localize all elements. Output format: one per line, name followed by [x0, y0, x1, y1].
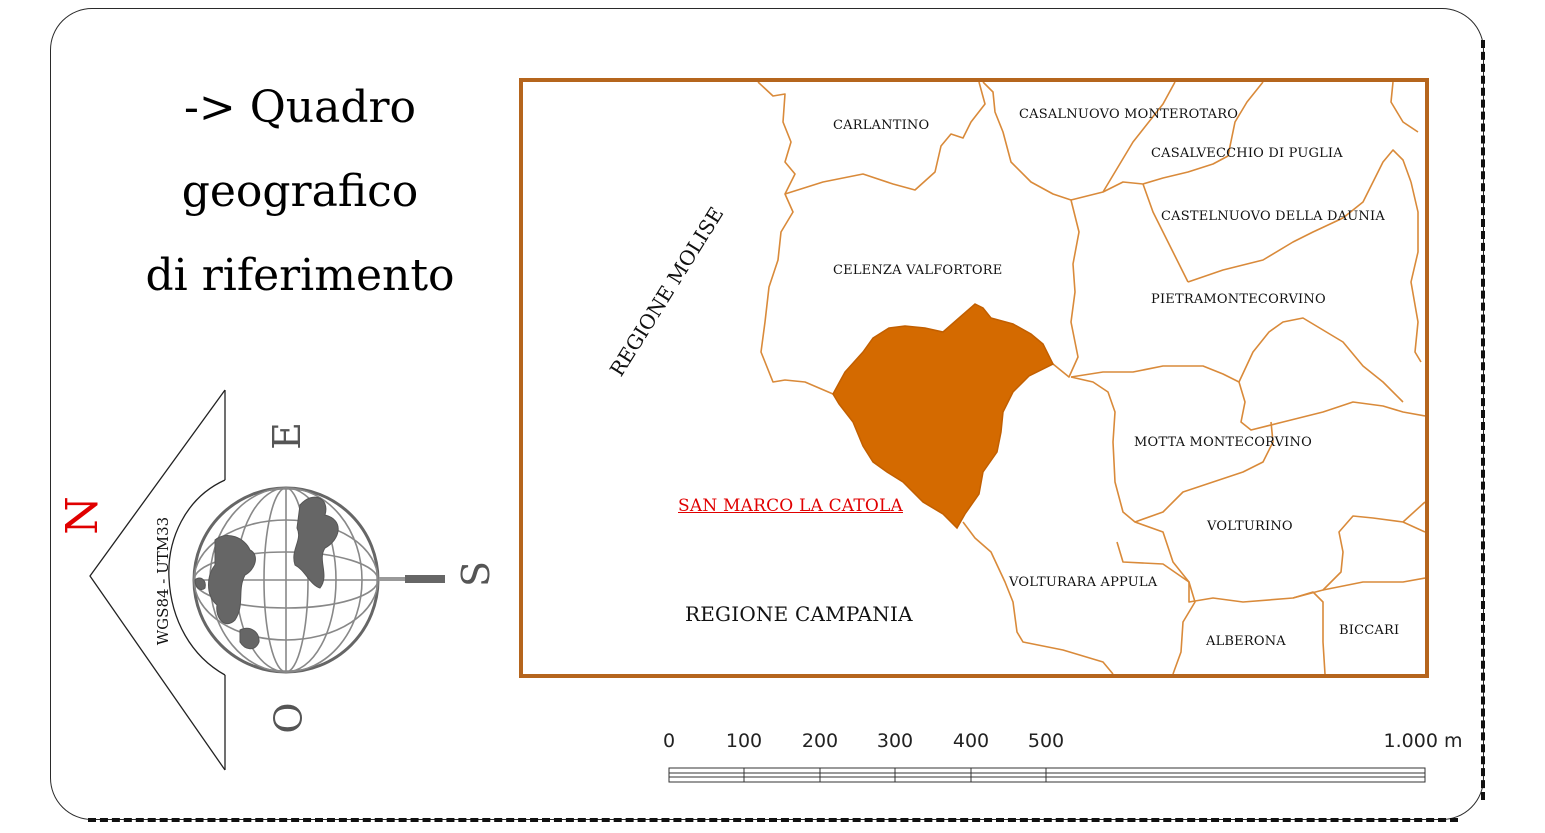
scale-label-400: 400 [952, 730, 990, 752]
boundary-castelnuovo-east [1187, 149, 1412, 283]
globe-icon [89, 389, 445, 771]
boundary-east-edge [1402, 501, 1425, 523]
boundary-northeast [1390, 82, 1419, 133]
boundary-pietra-east [1410, 181, 1422, 363]
scale-bar: 0 100 200 300 400 500 1.000 m [640, 726, 1500, 796]
compass-south-label: S [454, 560, 499, 588]
compass-east-label: E [264, 422, 309, 450]
boundary-castelnuovo-north [1142, 183, 1189, 283]
label-casalnuovo-monterotaro: CASALNUOVO MONTEROTARO [1019, 107, 1239, 122]
label-celenza-valfortore: CELENZA VALFORTORE [833, 263, 1003, 278]
frame-dashed-right-edge [1481, 40, 1485, 800]
label-alberona: ALBERONA [1206, 634, 1286, 649]
boundary-biccari-north [1322, 577, 1425, 591]
label-pietramontecorvino: PIETRAMONTECORVINO [1151, 292, 1326, 307]
boundary-pietra-inner [1238, 317, 1404, 403]
scale-label-100: 100 [725, 730, 763, 752]
label-san-marco-la-catola: SAN MARCO LA CATOLA [678, 496, 903, 516]
scale-label-300: 300 [876, 730, 914, 752]
compass-west-label: O [266, 702, 311, 734]
boundary-casalnuovo-south [1070, 82, 1264, 201]
boundary-volturara-west [962, 521, 1114, 674]
map-title: -> Quadro geografico di riferimento [110, 66, 490, 318]
compass-rose: N E S O WGS84 - UTM33 [55, 380, 515, 780]
label-regione-campania: REGIONE CAMPANIA [685, 602, 913, 626]
boundary-casalvecchio-diagonal [1102, 82, 1176, 193]
projection-label: WGS84 - UTM33 [154, 516, 173, 646]
label-volturino: VOLTURINO [1207, 519, 1293, 534]
boundary-west [757, 82, 834, 395]
title-line-3: di riferimento [145, 250, 455, 301]
title-line-1: -> Quadro [183, 82, 417, 133]
title-line-2: geografico [181, 166, 419, 217]
label-biccari: BICCARI [1339, 623, 1400, 638]
label-casalvecchio-di-puglia: CASALVECCHIO DI PUGLIA [1151, 146, 1343, 161]
compass-north-label: N [56, 496, 108, 535]
location-map: CARLANTINO CASALNUOVO MONTEROTARO CASALV… [519, 78, 1429, 678]
scale-label-200: 200 [801, 730, 839, 752]
boundary-pietra-south [1070, 365, 1425, 431]
frame-dashed-bottom-edge [88, 818, 1458, 822]
scale-label-500: 500 [1027, 730, 1065, 752]
label-carlantino: CARLANTINO [833, 118, 930, 133]
boundary-volturara-east [1116, 541, 1196, 674]
label-castelnuovo-della-daunia: CASTELNUOVO DELLA DAUNIA [1161, 209, 1385, 224]
scale-label-0: 0 [662, 730, 676, 752]
municipal-boundaries [757, 82, 1425, 674]
boundary-carlantino-south [784, 82, 986, 195]
label-volturara-appula: VOLTURARA APPULA [1009, 575, 1158, 590]
boundary-alberona-biccari [1292, 591, 1326, 674]
scale-bar-graphic [668, 767, 1426, 783]
scale-label-1000: 1.000 m [1383, 730, 1463, 752]
label-motta-montecorvino: MOTTA MONTECORVINO [1134, 435, 1312, 450]
san-marco-la-catola-area [832, 303, 1055, 530]
